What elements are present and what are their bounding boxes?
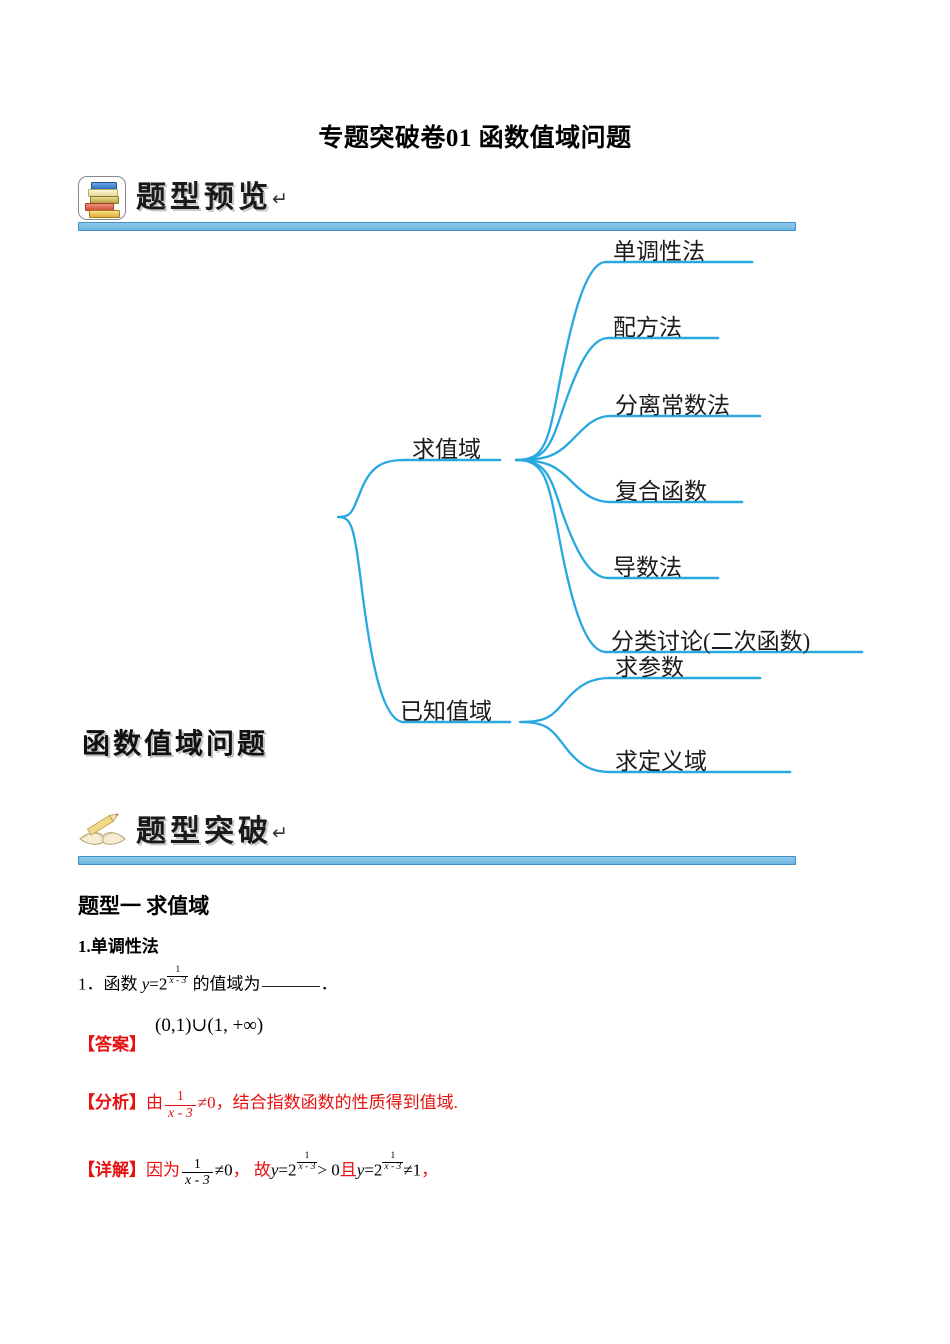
solution-eq-2: = xyxy=(364,1160,374,1180)
solution-tag: 【详解】 xyxy=(78,1160,146,1180)
problem-period: ． xyxy=(320,974,338,994)
answer-blank xyxy=(261,986,320,988)
mindmap-branch-known-range: 已知值域 xyxy=(400,699,492,724)
solution-neq-1: ≠1 xyxy=(403,1160,422,1180)
open-book-pencil-icon xyxy=(76,808,128,854)
mindmap-leaf-monotonicity: 单调性法 xyxy=(613,239,705,264)
page-title: 专题突破卷01 函数值域问题 xyxy=(318,125,632,152)
mindmap-leaf-find-domain: 求定义域 xyxy=(615,749,707,774)
mindmap-leaf-find-parameter: 求参数 xyxy=(615,655,684,680)
problem-base: 2 xyxy=(158,974,168,994)
mindmap-leaf-composite-function: 复合函数 xyxy=(615,479,707,504)
section-divider-preview xyxy=(78,222,796,231)
solution-comma: ， xyxy=(232,1160,250,1180)
mindmap-leaf-case-analysis: 分类讨论(二次函数) xyxy=(611,629,811,654)
solution-gt: > 0 xyxy=(317,1160,340,1180)
mindmap-diagram: 函数值域问题 求值域 已知值域 单调性法 配方法 分离常数法 复合函数 导数法 … xyxy=(0,230,950,800)
problem-equals: = xyxy=(149,974,159,994)
pilcrow-mark: ↵ xyxy=(272,188,288,210)
section-label: 题型预览↵ xyxy=(136,180,288,215)
problem-y: y xyxy=(141,974,150,994)
analysis-part1: 由 xyxy=(146,1093,163,1112)
mindmap-leaf-derivative: 导数法 xyxy=(613,555,682,580)
question-type-heading: 题型一 求值域 xyxy=(78,894,210,918)
solution-base-2: 2 xyxy=(373,1160,383,1180)
solution-base-1: 2 xyxy=(288,1160,297,1180)
section-header-breakthrough: 题型突破↵ xyxy=(76,806,816,866)
answer-tag: 【答案】 xyxy=(78,1035,146,1054)
answer-value: (0,1)∪(1, +∞) xyxy=(155,1015,264,1036)
mindmap-leaf-separate-constant: 分离常数法 xyxy=(615,393,730,418)
solution-part1: 因为 xyxy=(146,1160,180,1180)
problem-number: 1． xyxy=(78,974,104,994)
solution-y-1: y xyxy=(270,1160,279,1180)
mindmap-root-node: 函数值域问题 xyxy=(82,727,269,760)
analysis-tag: 【分析】 xyxy=(78,1093,146,1112)
section-label: 题型突破↵ xyxy=(136,814,288,849)
mindmap-leaf-completing-square: 配方法 xyxy=(613,315,682,340)
problem-text-after: 的值域为 xyxy=(192,974,261,994)
solution-part2: 故 xyxy=(253,1160,271,1180)
section-header-preview: 题型预览↵ xyxy=(76,172,816,232)
solution-neq: ≠0 xyxy=(214,1160,233,1180)
solution-part3: 且 xyxy=(339,1160,357,1180)
solution-y-2: y xyxy=(356,1160,365,1180)
mindmap-branch-find-range: 求值域 xyxy=(412,437,481,462)
solution-tail: ， xyxy=(421,1160,439,1180)
method-heading: 1.单调性法 xyxy=(78,937,159,956)
solution-eq-1: = xyxy=(278,1160,288,1180)
book-stack-icon xyxy=(76,174,128,220)
analysis-neq: ≠0 xyxy=(197,1093,216,1112)
section-divider-breakthrough xyxy=(78,856,796,865)
analysis-part2: ，结合指数函数的性质得到值域. xyxy=(215,1093,458,1112)
problem-text-before: 函数 xyxy=(103,974,138,994)
pilcrow-mark: ↵ xyxy=(272,822,288,844)
